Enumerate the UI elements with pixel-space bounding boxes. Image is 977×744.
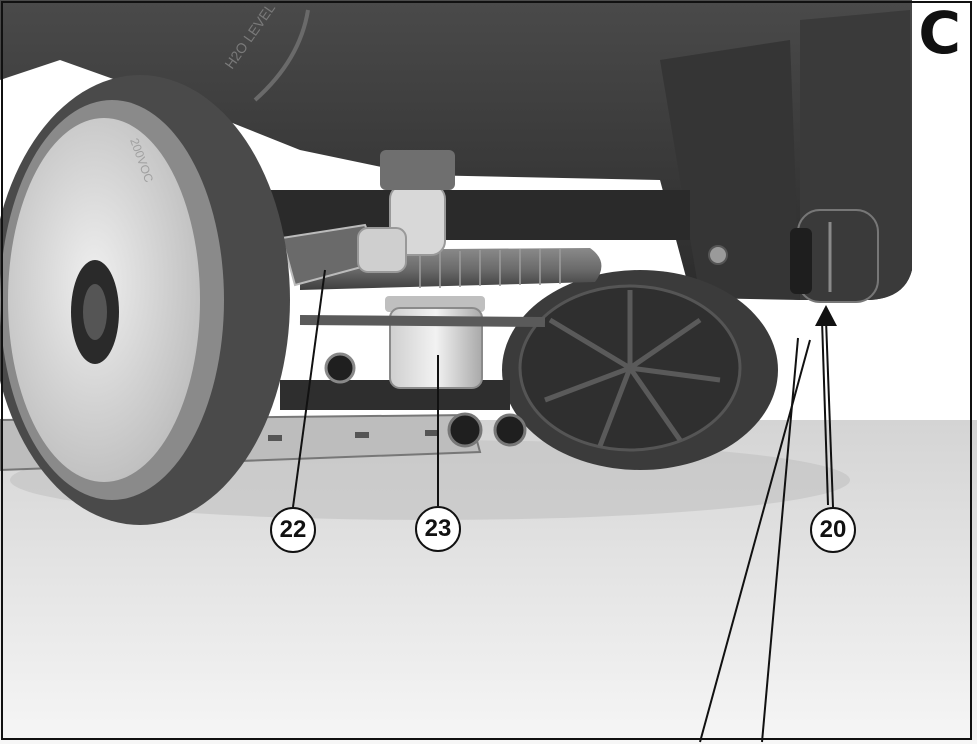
left-wheel-cap-center [83,284,107,340]
elbow-outlet [357,227,407,273]
callout-20: 20 [810,507,856,553]
drain-cap-ring [790,228,812,294]
callout-22: 22 [270,507,316,553]
hose-ribs [419,249,561,288]
squeegee-roller-2 [493,413,527,447]
leader-lines [292,269,834,743]
filter-bowl [389,307,483,389]
tank-side-panel [660,40,800,300]
arrowhead-20 [815,305,837,326]
squeegee-small-wheel [324,352,356,384]
tank-bolt [708,245,728,265]
squeegee-roller-1 [447,412,483,448]
callout-23: 23 [415,506,461,552]
panel-label: C [918,0,961,67]
filter-rod [299,315,546,327]
drain-neck [380,150,455,190]
rear-wheel-spokes [544,290,721,447]
tank-level-arc [253,9,310,102]
squeegee-slots [268,430,439,441]
